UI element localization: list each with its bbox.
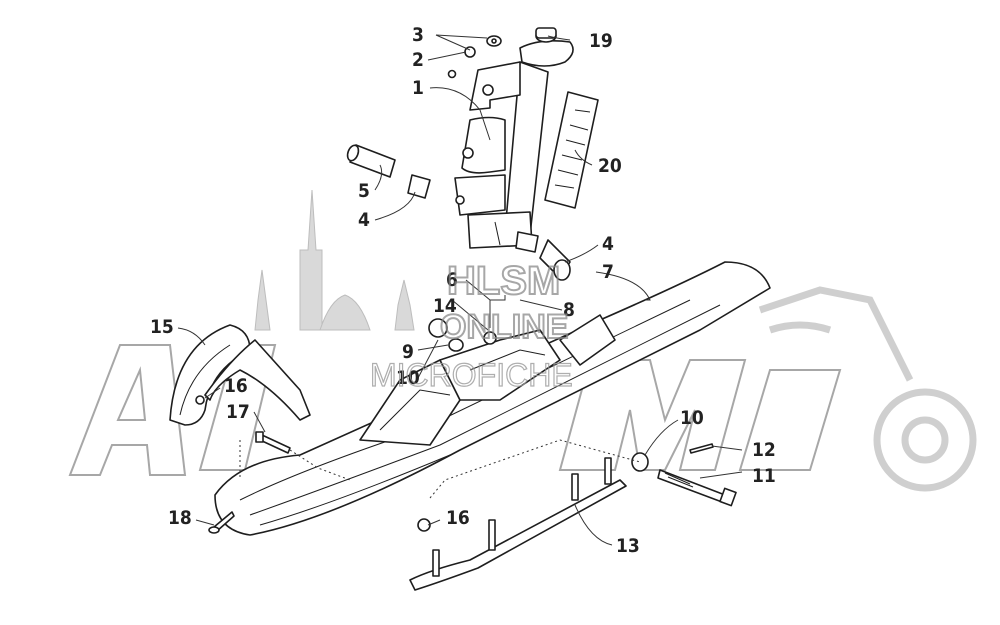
watermark-line3: MICROFICHE <box>370 357 573 393</box>
part-washer-top <box>486 35 502 47</box>
part-small-nut <box>447 69 457 79</box>
callout-18: 18 <box>168 507 192 529</box>
callout-4-right: 4 <box>602 233 614 255</box>
part-washer-10b <box>631 452 649 472</box>
part-pin-12 <box>689 443 714 454</box>
part-decal <box>544 91 599 209</box>
part-nut-16b <box>417 518 431 532</box>
callout-15: 15 <box>150 316 174 338</box>
callout-19: 19 <box>589 30 613 52</box>
callout-5: 5 <box>358 180 370 202</box>
callout-4: 4 <box>358 209 370 231</box>
part-steering-cap <box>519 27 574 67</box>
callout-2: 2 <box>412 49 424 71</box>
part-bushing-4a <box>407 174 431 199</box>
part-bolt-11 <box>657 469 737 507</box>
callout-3: 3 <box>412 24 424 46</box>
callout-labels: 19 3 2 1 20 5 4 4 7 6 8 14 15 9 10 16 17… <box>150 24 776 557</box>
callout-12: 12 <box>752 439 776 461</box>
part-wear-bar <box>409 457 627 591</box>
part-ski <box>214 261 771 536</box>
part-bolt-17 <box>255 431 291 454</box>
callout-17: 17 <box>226 401 250 423</box>
part-washer-9 <box>448 338 464 352</box>
callout-14: 14 <box>433 295 457 317</box>
callout-6: 6 <box>446 269 458 291</box>
part-nut-16a <box>195 395 205 405</box>
background-wordmark <box>68 344 842 476</box>
part-screw-18 <box>208 511 235 534</box>
callout-1: 1 <box>412 77 424 99</box>
part-bushing-4b <box>539 239 571 281</box>
part-bushing-right <box>515 231 539 253</box>
watermark-line1: HLSM <box>447 259 560 303</box>
callout-13: 13 <box>616 535 640 557</box>
callout-20: 20 <box>598 155 622 177</box>
part-bolt-10a <box>428 318 448 338</box>
watermark: HLSM ONLINE MICROFICHE <box>369 258 573 394</box>
part-ski-loop <box>169 324 311 426</box>
callout-8: 8 <box>563 299 575 321</box>
callout-10: 10 <box>396 367 420 389</box>
callout-7: 7 <box>602 261 614 283</box>
callout-10-right: 10 <box>680 407 704 429</box>
part-bushing-5 <box>346 144 396 178</box>
leader-lines <box>177 34 743 546</box>
callout-11: 11 <box>752 465 776 487</box>
callout-16: 16 <box>224 375 248 397</box>
watermark-line2: ONLINE <box>440 308 568 346</box>
callout-9: 9 <box>402 341 414 363</box>
background-skyline <box>254 189 415 331</box>
part-nut-14 <box>483 331 497 345</box>
part-spindle <box>454 61 549 249</box>
callout-16-lower: 16 <box>446 507 470 529</box>
background-motorcycle <box>758 286 977 492</box>
